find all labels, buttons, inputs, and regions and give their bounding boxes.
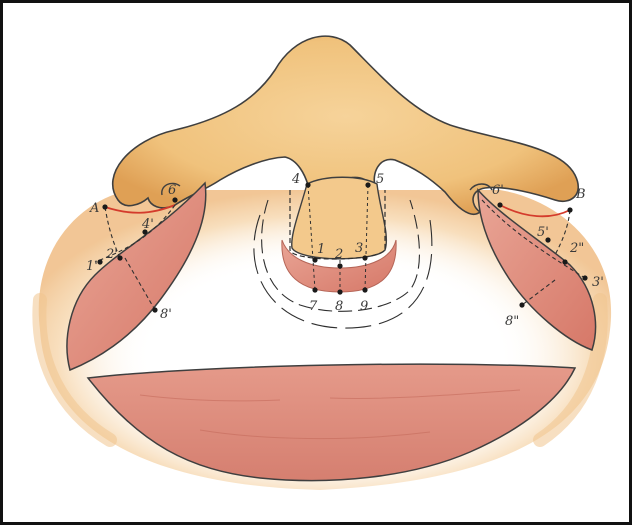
label-2prime: 2': [105, 247, 118, 262]
label-4: 4: [291, 172, 300, 187]
label-8: 8: [335, 299, 343, 314]
label-6: 6: [168, 183, 176, 198]
label-8dprime: 8": [505, 314, 519, 329]
label-1: 1: [317, 242, 325, 257]
label-8prime: 8': [160, 307, 172, 322]
label-2: 2: [334, 247, 343, 262]
label-7: 7: [309, 299, 318, 314]
label-2dprime: 2": [569, 241, 584, 256]
label-5prime: 5': [537, 225, 549, 240]
label-1prime: 1': [86, 259, 98, 274]
label-5: 5: [376, 172, 384, 187]
label-A: A: [89, 201, 99, 216]
label-4prime: 4': [141, 217, 154, 232]
label-3: 3: [355, 241, 363, 256]
label-3prime: 3': [592, 275, 604, 290]
label-9: 9: [360, 299, 368, 314]
label-6prime: 6': [492, 183, 504, 198]
label-B: B: [575, 187, 586, 202]
